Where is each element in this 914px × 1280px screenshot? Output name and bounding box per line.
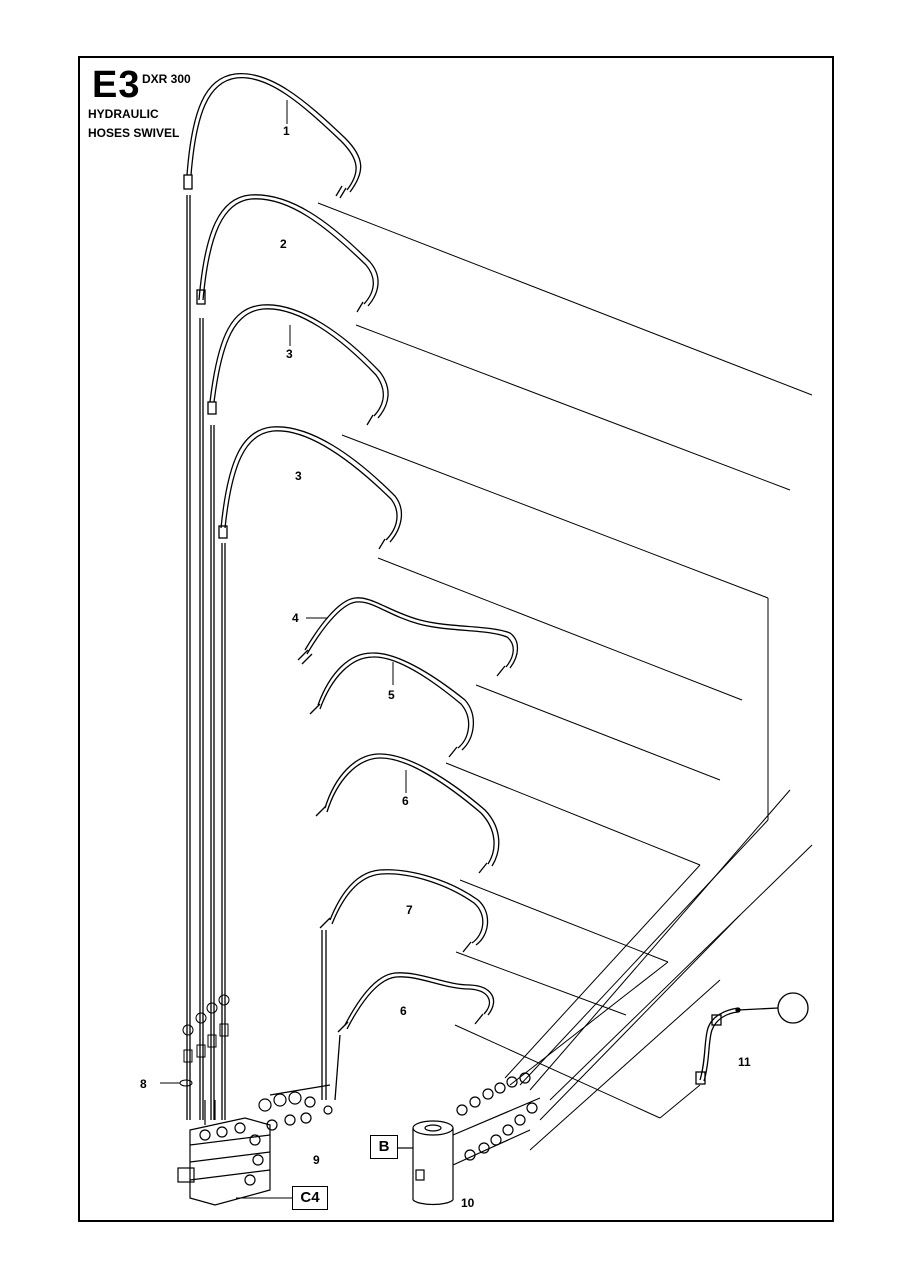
title-line-1: HYDRAULIC	[88, 107, 159, 121]
callout-11: 11	[738, 1055, 751, 1069]
valve-block	[177, 1084, 333, 1206]
hose-6b	[334, 972, 495, 1101]
callout-6a: 6	[402, 794, 409, 808]
hose-2	[196, 194, 379, 313]
callout-2: 2	[280, 237, 287, 251]
title-line-2: HOSES SWIVEL	[88, 126, 180, 140]
hose-4	[297, 597, 519, 677]
callout-10: 10	[461, 1196, 475, 1210]
hose-1	[183, 73, 362, 199]
hose-7	[319, 869, 489, 1100]
vertical-line-fittings	[160, 994, 230, 1087]
callout-8: 8	[140, 1077, 147, 1091]
hose-6a	[315, 753, 500, 874]
hose-11	[695, 992, 809, 1085]
callout-4: 4	[292, 611, 299, 625]
model-name: DXR 300	[142, 72, 191, 86]
hose-5	[309, 652, 474, 758]
hose-3b	[218, 426, 403, 550]
callout-6b: 6	[400, 1004, 407, 1018]
ref-box-c4[interactable]: C4	[292, 1186, 328, 1210]
swivel	[398, 1072, 541, 1206]
callout-5: 5	[388, 688, 395, 702]
callout-1: 1	[283, 124, 290, 138]
ref-box-b[interactable]: B	[370, 1135, 398, 1159]
hose-3a	[207, 304, 389, 426]
vertical-hose-lines	[186, 195, 226, 1120]
callout-9: 9	[313, 1153, 320, 1167]
callout-3a: 3	[286, 347, 293, 361]
routing-lines	[317, 202, 813, 1151]
callout-7: 7	[406, 903, 413, 917]
label-leaders	[286, 100, 407, 793]
page-code: E3	[92, 64, 141, 106]
drawing-frame	[78, 56, 834, 1222]
callout-3b: 3	[295, 469, 302, 483]
